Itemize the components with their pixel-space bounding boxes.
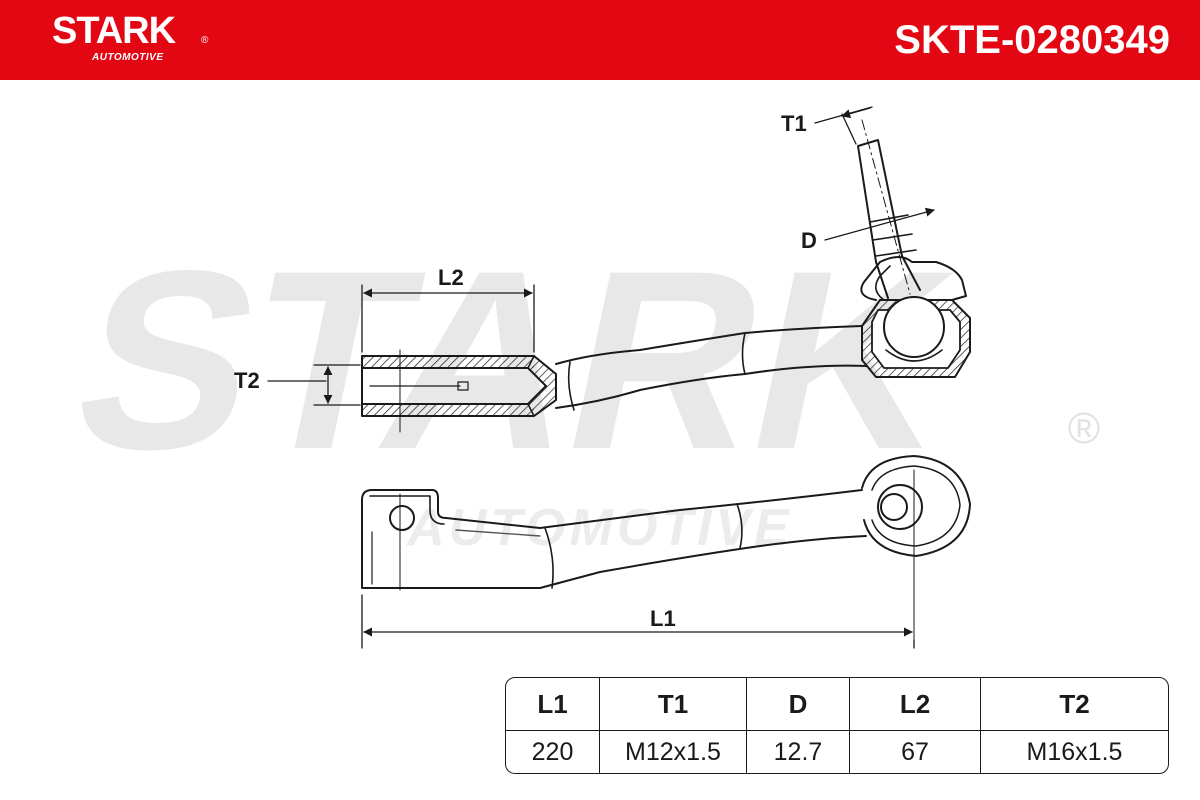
spec-value-row: 220 M12x1.5 12.7 67 M16x1.5 <box>506 731 1168 773</box>
tie-rod-end-drawing: STARK AUTOMOTIVE ® <box>54 106 1100 649</box>
tie-rod-arm-lower <box>555 364 867 409</box>
header-bar: STARK ® AUTOMOTIVE SKTE-0280349 <box>0 0 1200 80</box>
spec-value-l2: 67 <box>850 731 981 773</box>
spec-header-d: D <box>747 678 850 731</box>
spec-table: L1 T1 D L2 T2 220 M12x1.5 12.7 67 M16x1.… <box>505 677 1169 774</box>
mount-clevis <box>361 489 541 529</box>
spec-header-t2: T2 <box>981 678 1168 731</box>
stud-top-outer <box>877 484 923 530</box>
dimension-lines <box>267 106 935 649</box>
threaded-sleeve-hatch-bottom <box>362 404 534 416</box>
spec-value-t1: M12x1.5 <box>600 731 747 773</box>
label-l2: L2 <box>438 265 464 290</box>
spec-value-d: 12.7 <box>747 731 850 773</box>
stud-top-inner <box>880 493 908 521</box>
logo-brand: STARK <box>52 10 176 52</box>
lower-arm-bottom <box>539 535 867 589</box>
spec-value-l1: 220 <box>506 731 600 773</box>
label-d: D <box>801 228 817 253</box>
lower-arm-top <box>539 489 863 529</box>
threaded-sleeve-hatch-top <box>362 356 534 368</box>
upper-view <box>361 119 971 433</box>
sleeve-taper-hatch <box>527 355 557 417</box>
label-t2: T2 <box>234 368 260 393</box>
watermark-registered: ® <box>1068 404 1100 453</box>
tie-rod-arm-upper <box>555 325 863 365</box>
spec-header-l2: L2 <box>850 678 981 731</box>
label-t1: T1 <box>781 111 807 136</box>
logo-registered-mark: ® <box>201 35 209 46</box>
ball-stud-sphere <box>883 296 945 358</box>
lower-view <box>361 455 971 641</box>
stark-logo: STARK ® AUTOMOTIVE <box>52 8 212 72</box>
ball-joint-housing-plan <box>861 455 971 557</box>
spec-value-t2: M16x1.5 <box>1026 737 1123 766</box>
watermark-subtitle: AUTOMOTIVE <box>405 499 793 557</box>
spec-header-row: L1 T1 D L2 T2 <box>506 678 1168 731</box>
spec-header-t1: T1 <box>600 678 747 731</box>
label-l1: L1 <box>650 606 676 631</box>
logo-subtitle: AUTOMOTIVE <box>92 52 164 63</box>
part-number: SKTE-0280349 <box>894 18 1170 62</box>
mount-hole <box>389 505 415 531</box>
spec-header-l1: L1 <box>506 678 600 731</box>
